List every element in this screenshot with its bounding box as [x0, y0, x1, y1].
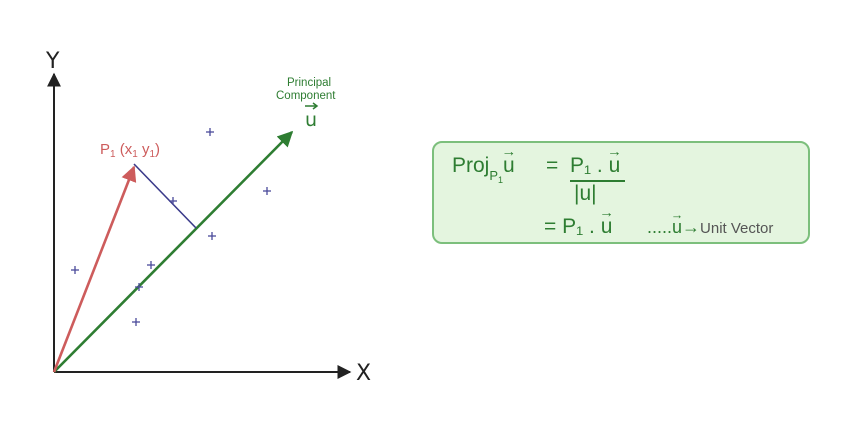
formula-denominator: |u| — [574, 182, 597, 205]
plus-marker-icon — [147, 261, 155, 269]
point-label-p1: P1 (x1 y1) — [100, 141, 160, 160]
formula-proj-term: ProjP1u — [452, 154, 515, 185]
plus-marker-icon — [208, 232, 216, 240]
projection-line — [133, 163, 197, 229]
plus-marker-icon — [135, 283, 143, 291]
unit-vector-label: Unit Vector — [700, 220, 774, 237]
point-vector-p1 — [52, 165, 137, 373]
projection-formula-box: ProjP1u = P₁ . u |u| = P₁ . u .....u→Uni… — [432, 141, 810, 244]
principal-component-vector-symbol: u — [305, 109, 317, 131]
y-axis-label: Y — [45, 49, 60, 74]
plus-marker-icon — [169, 197, 177, 205]
plus-marker-icon — [263, 187, 271, 195]
formula-second-line: = P₁ . u — [544, 215, 612, 239]
principal-component-vector — [53, 130, 294, 373]
principal-component-label-line1: Principal — [287, 77, 331, 89]
plus-marker-icon — [206, 128, 214, 136]
arrow-right-icon: → — [682, 217, 701, 237]
formula-equals: = — [546, 154, 559, 177]
formula-numerator: P₁ . u — [570, 154, 620, 178]
vector-arrow-icon: u — [609, 154, 621, 178]
vector-arrow-icon: u — [672, 217, 682, 238]
x-axis-label: X — [356, 361, 371, 386]
unit-vector-note: .....u→Unit Vector — [647, 217, 773, 238]
pca-projection-diagram: Y X Principal Component u P1 (x1 y1) — [45, 49, 371, 386]
fraction-bar — [570, 180, 625, 182]
principal-component-label-line2: Component — [276, 90, 336, 102]
vector-arrow-icon: u — [503, 154, 515, 178]
vector-arrow-icon: u — [601, 215, 613, 239]
plus-marker-icon — [71, 266, 79, 274]
plus-marker-icon — [132, 318, 140, 326]
vector-arrow-icon — [305, 102, 319, 110]
